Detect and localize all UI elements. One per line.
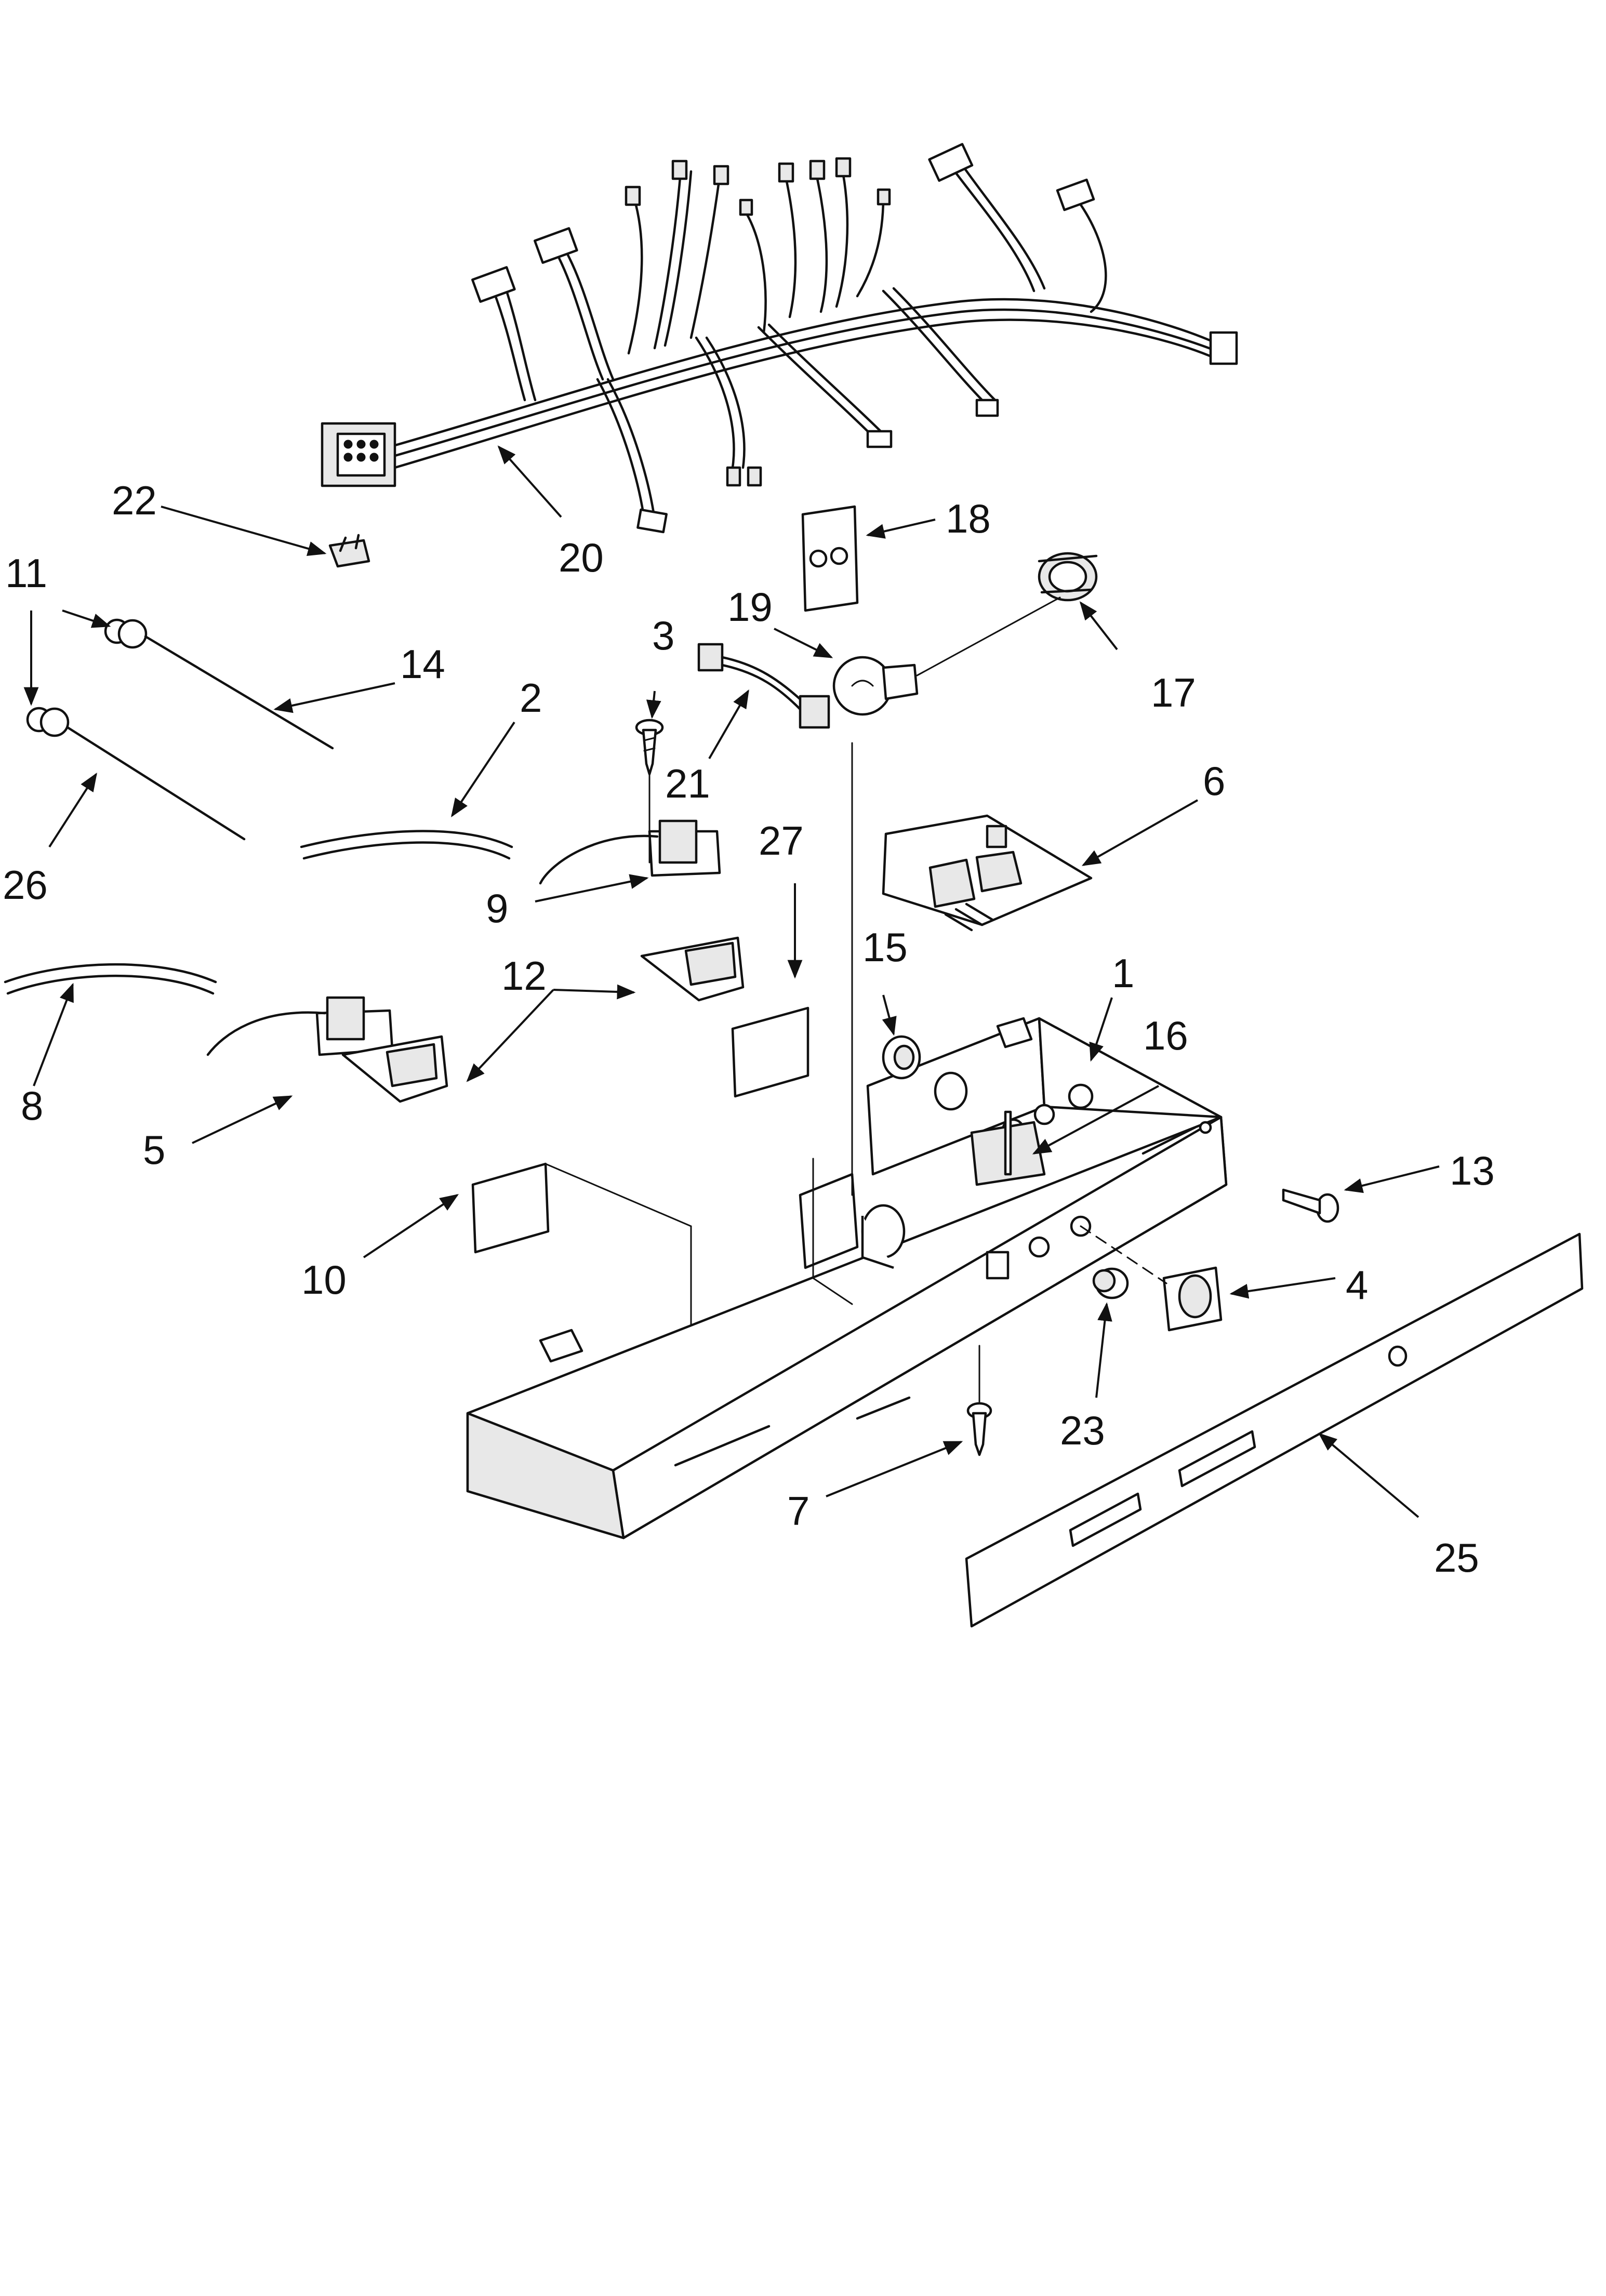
hoses [4, 830, 513, 995]
wire-harness [321, 143, 1238, 534]
callout-1: 1 [1112, 950, 1134, 996]
plate [801, 505, 859, 612]
callout-18: 18 [946, 496, 991, 541]
callout-21: 21 [665, 761, 710, 806]
callout-20: 20 [559, 535, 604, 580]
callout-3: 3 [652, 613, 674, 658]
tubes [26, 618, 334, 841]
callout-6: 6 [1203, 758, 1225, 804]
screw-bottom [966, 1345, 992, 1456]
callout-19: 19 [727, 584, 773, 630]
wire-jumper [697, 643, 830, 729]
callout-25: 25 [1434, 1535, 1479, 1581]
leader-arrows [23, 445, 1440, 1518]
callout-9: 9 [486, 885, 508, 931]
callout-27: 27 [759, 818, 804, 864]
label [731, 1006, 809, 1098]
callout-22: 22 [112, 477, 157, 523]
callout-10: 10 [301, 1257, 347, 1303]
callout-5: 5 [143, 1127, 165, 1173]
callout-8: 8 [21, 1083, 43, 1129]
grommet [882, 1035, 921, 1080]
clip [328, 534, 370, 568]
callouts: 1 2 3 4 5 6 7 8 9 10 11 12 13 14 15 16 1… [3, 477, 1495, 1581]
control-board [882, 814, 1093, 932]
callout-14: 14 [400, 641, 445, 687]
button [1092, 1267, 1129, 1299]
switch-lower [206, 996, 394, 1056]
callout-13: 13 [1450, 1148, 1495, 1193]
callout-11: 11 [5, 550, 47, 596]
brackets [341, 936, 745, 1103]
callout-26: 26 [3, 862, 48, 908]
callout-7: 7 [787, 1488, 809, 1534]
light-socket [1038, 552, 1098, 602]
callout-2: 2 [520, 675, 542, 721]
light-bulb [832, 596, 1061, 716]
screw-side [1282, 1188, 1339, 1223]
callout-15: 15 [862, 924, 908, 970]
screw-mount [1004, 1110, 1012, 1176]
control-knob [1080, 1225, 1223, 1332]
callout-12: 12 [501, 953, 547, 999]
trim-panel [965, 1232, 1584, 1628]
callout-16: 16 [1143, 1013, 1188, 1058]
callout-17: 17 [1151, 670, 1196, 715]
callout-23: 23 [1060, 1408, 1105, 1453]
control-housing [466, 742, 1228, 1539]
switch-upper [539, 819, 721, 885]
callout-4: 4 [1346, 1262, 1368, 1308]
